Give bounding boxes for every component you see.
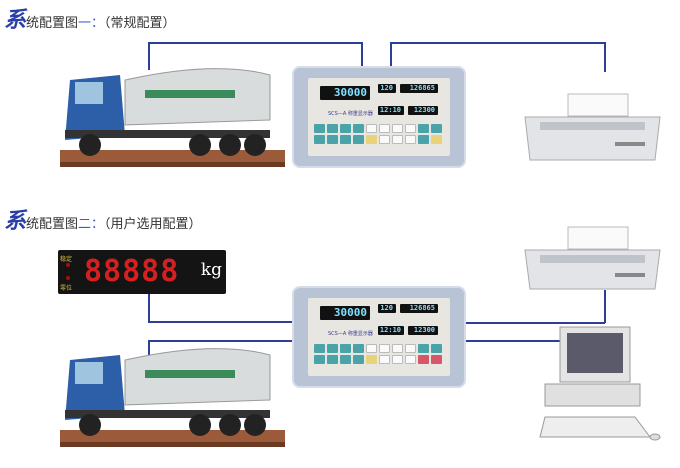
title-prefix: 系 [4,7,27,33]
printer-1 [524,93,661,161]
title-text: 统配置图 [26,217,79,232]
connector-line [148,321,294,323]
keypad [314,344,442,364]
connector-line [148,340,150,360]
config1-title: 系统配置图一：（常规配置） [4,2,176,34]
unit-label: kg [200,260,222,280]
connector-line [361,42,363,66]
model-label: SCS—A 称重显示器 [328,331,373,337]
keypad [314,124,442,144]
title-subtitle: （用户选用配置） [104,217,202,232]
connector-line [148,42,362,44]
title-number: 二： [78,217,105,232]
amount-display: 12300 [408,106,438,115]
weighing-indicator-2: 30000 120 126865 12:10 12300 SCS—A 称重显示器 [292,286,466,388]
connector-line [148,294,150,322]
zero-label: 零位 [60,285,73,292]
title-prefix: 系 [4,208,27,234]
truck-on-scale-1 [60,68,285,167]
time-display: 12:10 [378,326,404,335]
remote-digits: 88888 [84,254,180,289]
title-subtitle: （常规配置） [104,16,176,31]
connector-line [465,340,565,342]
connector-line [604,42,606,72]
connector-line [148,42,150,70]
computer [539,326,661,441]
connector-line [148,340,294,342]
truck-on-scale-2 [60,348,285,447]
count-display: 120 [378,304,396,313]
connector-line [390,42,392,66]
total-display: 126865 [400,304,438,313]
config2-title: 系统配置图二：（用户选用配置） [4,203,202,235]
title-number: 一： [78,16,105,31]
model-label: SCS—A 称重显示器 [328,111,373,117]
connector-line [465,322,605,324]
count-display: 120 [378,84,396,93]
weight-display: 30000 [320,306,370,320]
connector-line [390,42,605,44]
remote-display: 稳定 零位 88888 kg [58,250,226,294]
title-text: 统配置图 [26,16,79,31]
stable-label: 稳定 [60,256,73,263]
printer-2 [524,226,661,290]
stable-led [66,263,70,267]
amount-display: 12300 [408,326,438,335]
zero-led [66,276,70,280]
time-display: 12:10 [378,106,404,115]
weight-display: 30000 [320,86,370,100]
connector-line [604,290,606,323]
total-display: 126865 [400,84,438,93]
weighing-indicator-1: 30000 120 126865 12:10 12300 SCS—A 称重显示器 [292,66,466,168]
